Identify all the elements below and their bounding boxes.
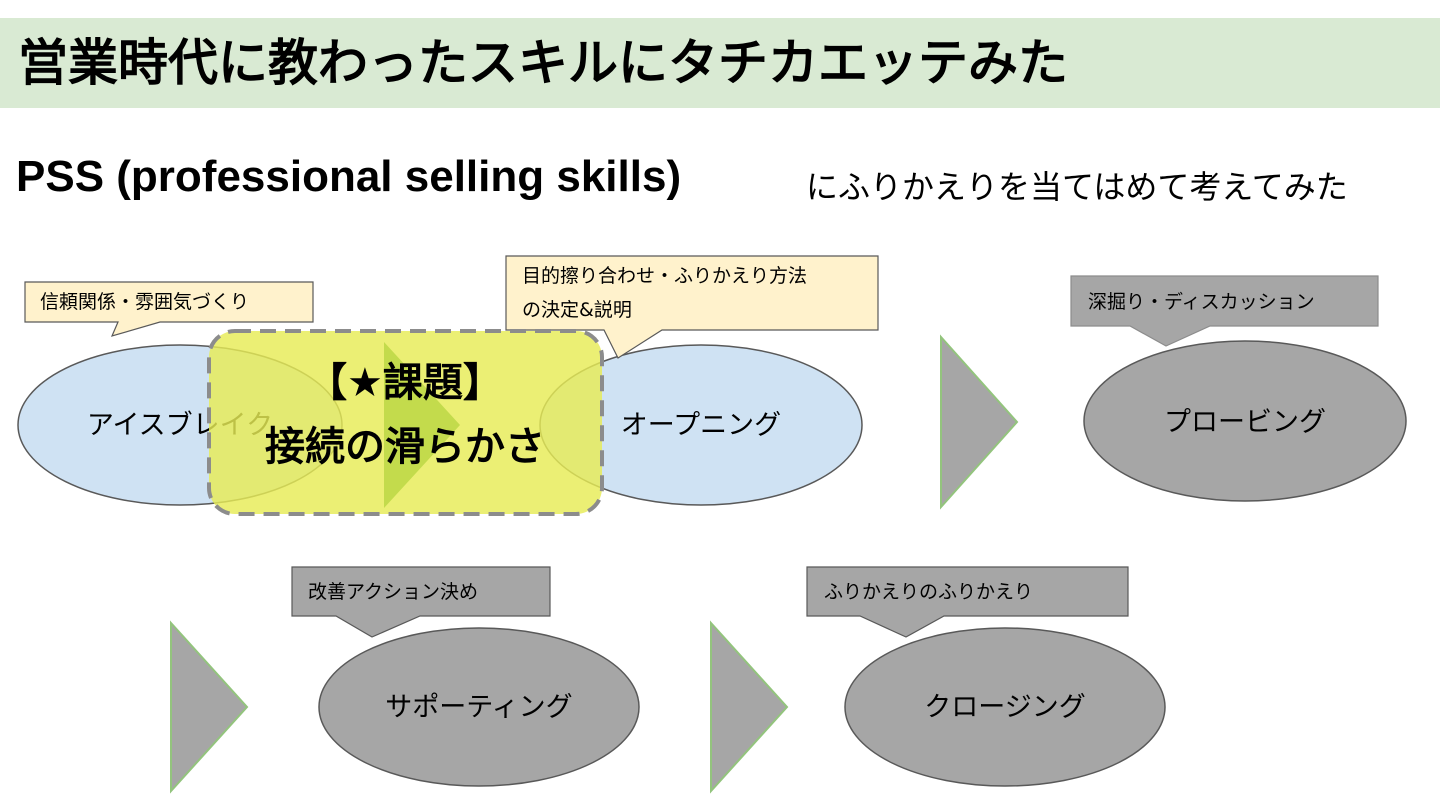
callout-closing-bubble bbox=[806, 566, 1129, 638]
step-closing-oval bbox=[844, 627, 1166, 787]
task-title: 【★課題】 bbox=[307, 360, 503, 406]
callout-closing: ふりかえりのふりかえり bbox=[806, 566, 1129, 638]
flow-arrow-1 bbox=[940, 334, 1019, 510]
flow-arrow-3 bbox=[710, 620, 789, 794]
step-supporting-oval bbox=[318, 627, 640, 787]
callout-closing-text: ふりかえりのふりかえり bbox=[824, 581, 1033, 603]
title-bar bbox=[0, 18, 1440, 108]
task-highlight: 【★課題】 接続の滑らかさ bbox=[207, 329, 604, 516]
callout-supporting-bubble bbox=[291, 566, 551, 638]
step-closing-label: クロージング bbox=[924, 692, 1085, 723]
callout-probing: 深掘り・ディスカッション bbox=[1070, 275, 1379, 347]
step-probing-label: プロービング bbox=[1164, 407, 1326, 438]
page-title: 営業時代に教わったスキルにタチカエッテみた bbox=[18, 34, 1068, 92]
callout-supporting: 改善アクション決め bbox=[291, 566, 551, 638]
step-opening-label: オープニング bbox=[621, 410, 781, 441]
callout-icebreak-bubble bbox=[24, 281, 314, 337]
step-supporting: サポーティング bbox=[318, 627, 640, 787]
step-probing-oval bbox=[1083, 340, 1407, 502]
step-probing: プロービング bbox=[1083, 340, 1407, 502]
callout-opening-text-line1: 目的擦り合わせ・ふりかえり方法 bbox=[522, 265, 807, 287]
callout-probing-bubble bbox=[1070, 275, 1379, 347]
step-closing: クロージング bbox=[844, 627, 1166, 787]
step-supporting-label: サポーティング bbox=[385, 692, 572, 723]
callout-opening: 目的擦り合わせ・ふりかえり方法 の決定&説明 bbox=[505, 255, 879, 359]
flow-arrow-2 bbox=[170, 620, 249, 794]
task-highlight-arrow bbox=[384, 342, 460, 508]
callout-opening-text-line2: の決定&説明 bbox=[522, 299, 632, 321]
subtitle-note: にふりかえりを当てはめて考えてみた bbox=[806, 168, 1348, 206]
subtitle-main: PSS (professional selling skills) bbox=[16, 152, 682, 201]
callout-icebreak: 信頼関係・雰囲気づくり bbox=[24, 281, 314, 337]
callout-probing-text: 深掘り・ディスカッション bbox=[1088, 291, 1315, 313]
callout-supporting-text: 改善アクション決め bbox=[308, 581, 478, 603]
task-description: 接続の滑らかさ bbox=[265, 424, 545, 470]
callout-icebreak-text: 信頼関係・雰囲気づくり bbox=[40, 291, 249, 313]
